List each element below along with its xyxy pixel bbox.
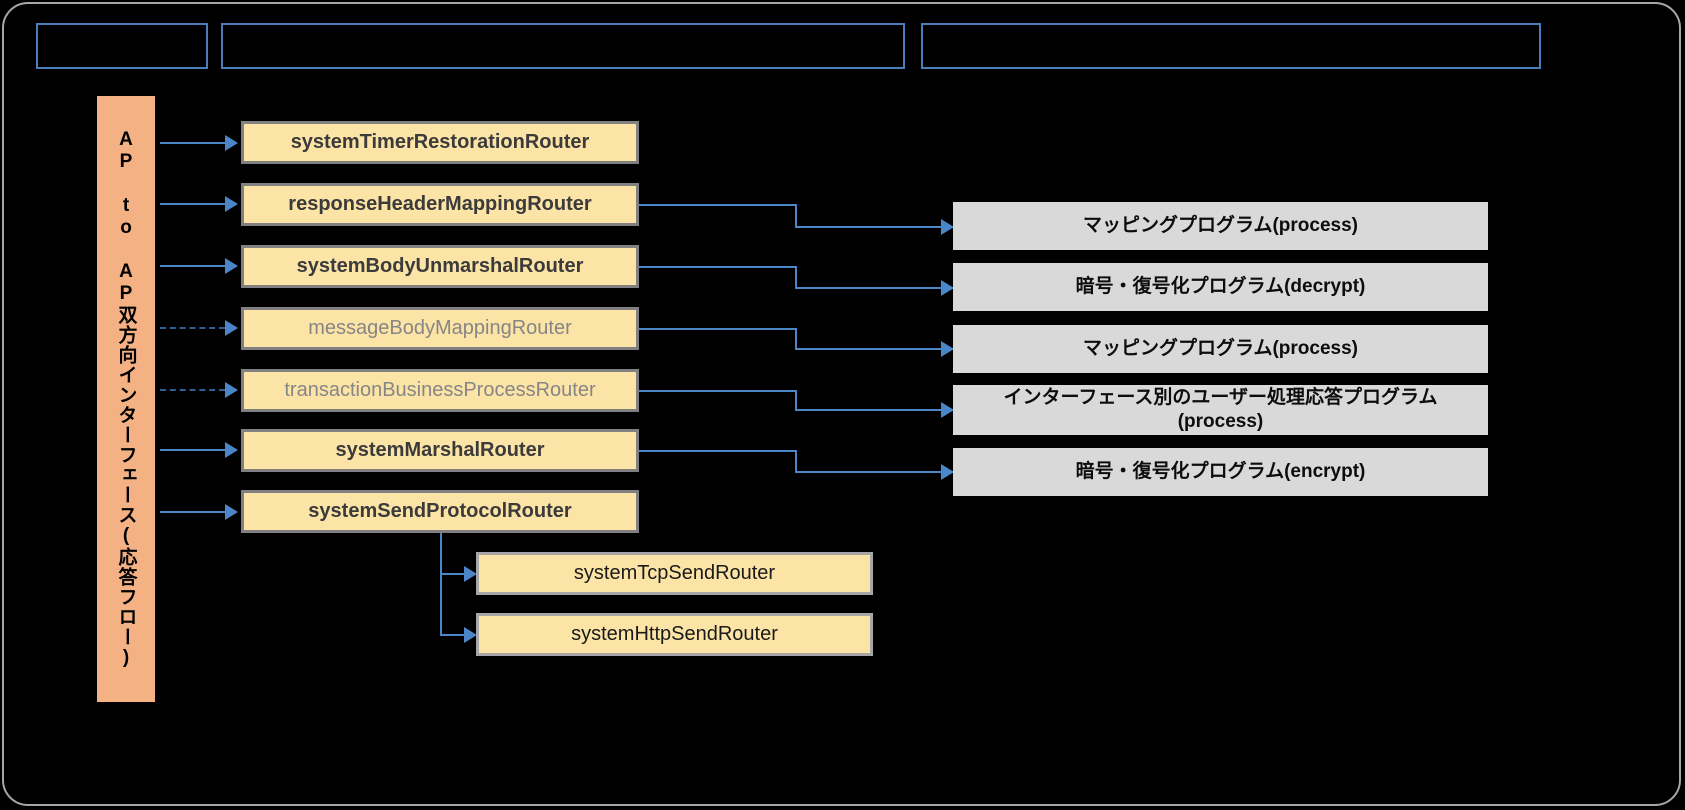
program-node-mapping-process-2[interactable]: マッピングプログラム(process) (953, 325, 1488, 373)
program-node-label: マッピングプログラム(process) (1083, 338, 1358, 360)
program-node-user-response-process[interactable]: インターフェース別のユーザー処理応答プログラム (process) (953, 385, 1488, 435)
connector-router2-to-program1-v (795, 204, 797, 226)
program-node-label: 暗号・復号化プログラム(decrypt) (1075, 276, 1366, 298)
connector-router4-to-program3-v (795, 328, 797, 348)
connector-sendprotocol-trunk (440, 533, 442, 635)
router-node-system-send-protocol[interactable]: systemSendProtocolRouter (241, 490, 639, 533)
arrowhead-lane-to-router-5 (225, 382, 238, 398)
connector-lane-to-router-2 (160, 203, 225, 205)
connector-lane-to-router-7 (160, 511, 225, 513)
arrowhead-lane-to-router-2 (225, 196, 238, 212)
swimlane-label: AP to AP双方向インターフェース(応答フロー) (115, 129, 137, 669)
router-node-label: systemTimerRestorationRouter (290, 131, 590, 153)
arrowhead-program4 (941, 402, 954, 418)
arrowhead-lane-to-router-6 (225, 442, 238, 458)
arrowhead-program1 (941, 219, 954, 235)
connector-lane-to-router-4 (160, 327, 225, 329)
program-node-label-line2: (process) (1177, 411, 1264, 432)
connector-router5-to-program4-h1 (639, 390, 797, 392)
router-node-message-body-mapping[interactable]: messageBodyMappingRouter (241, 307, 639, 350)
program-node-decrypt[interactable]: 暗号・復号化プログラム(decrypt) (953, 263, 1488, 311)
program-node-encrypt[interactable]: 暗号・復号化プログラム(encrypt) (953, 448, 1488, 496)
connector-router3-to-program2-v (795, 266, 797, 287)
arrowhead-http-send-router (464, 627, 477, 643)
connector-sendprotocol-to-http (440, 634, 468, 636)
router-node-label: transactionBusinessProcessRouter (284, 379, 596, 401)
router-node-response-header-mapping[interactable]: responseHeaderMappingRouter (241, 183, 639, 226)
router-node-label: systemTcpSendRouter (573, 562, 776, 584)
arrowhead-program2 (941, 280, 954, 296)
router-node-system-marshal[interactable]: systemMarshalRouter (241, 429, 639, 472)
connector-router6-to-program5-h2 (795, 471, 943, 473)
connector-lane-to-router-5 (160, 389, 225, 391)
program-node-label-line1: インターフェース別のユーザー処理応答プログラム (1003, 387, 1438, 409)
header-box-3 (921, 23, 1541, 69)
connector-lane-to-router-3 (160, 265, 225, 267)
router-node-label: responseHeaderMappingRouter (288, 193, 592, 215)
router-node-label: systemHttpSendRouter (571, 623, 778, 645)
arrowhead-lane-to-router-7 (225, 504, 238, 520)
connector-router5-to-program4-v (795, 390, 797, 409)
connector-sendprotocol-to-tcp (440, 573, 468, 575)
connector-router2-to-program1-h2 (795, 226, 943, 228)
connector-router4-to-program3-h2 (795, 348, 943, 350)
program-node-label: マッピングプログラム(process) (1083, 215, 1358, 237)
connector-lane-to-router-1 (160, 142, 225, 144)
router-node-transaction-business-process[interactable]: transactionBusinessProcessRouter (241, 369, 639, 412)
connector-router6-to-program5-v (795, 450, 797, 471)
header-box-1 (36, 23, 208, 69)
arrowhead-lane-to-router-1 (225, 135, 238, 151)
connector-router2-to-program1-h1 (639, 204, 797, 206)
arrowhead-program5 (941, 464, 954, 480)
connector-lane-to-router-6 (160, 449, 225, 451)
arrowhead-lane-to-router-3 (225, 258, 238, 274)
router-node-system-timer-restoration[interactable]: systemTimerRestorationRouter (241, 121, 639, 164)
router-node-label: systemMarshalRouter (335, 439, 545, 461)
program-node-mapping-process-1[interactable]: マッピングプログラム(process) (953, 202, 1488, 250)
connector-router5-to-program4-h2 (795, 409, 943, 411)
program-node-label: 暗号・復号化プログラム(encrypt) (1075, 461, 1366, 483)
router-node-system-http-send[interactable]: systemHttpSendRouter (476, 613, 873, 656)
router-node-system-body-unmarshal[interactable]: systemBodyUnmarshalRouter (241, 245, 639, 288)
swimlane-ap-to-ap: AP to AP双方向インターフェース(応答フロー) (97, 96, 155, 702)
arrowhead-tcp-send-router (464, 566, 477, 582)
arrowhead-program3 (941, 341, 954, 357)
arrowhead-lane-to-router-4 (225, 320, 238, 336)
connector-router6-to-program5-h1 (639, 450, 797, 452)
connector-router3-to-program2-h2 (795, 287, 943, 289)
connector-router3-to-program2-h1 (639, 266, 797, 268)
router-node-label: systemBodyUnmarshalRouter (296, 255, 584, 277)
connector-router4-to-program3-h1 (639, 328, 797, 330)
header-box-2 (221, 23, 905, 69)
router-node-label: messageBodyMappingRouter (308, 317, 572, 339)
router-node-label: systemSendProtocolRouter (308, 500, 572, 522)
router-node-system-tcp-send[interactable]: systemTcpSendRouter (476, 552, 873, 595)
